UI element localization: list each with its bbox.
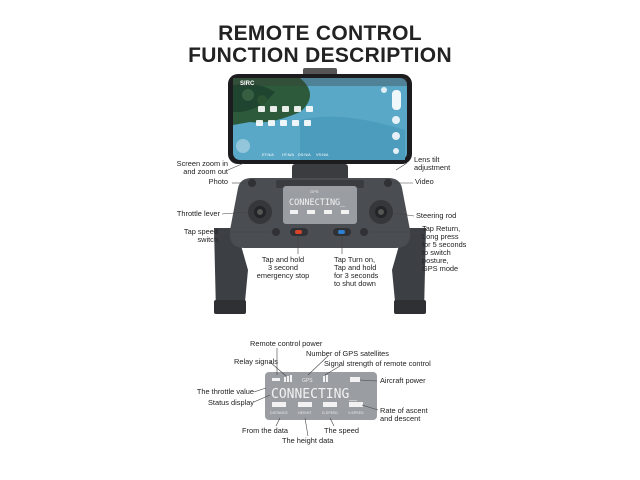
title-line-2: FUNCTION DESCRIPTION [188,44,452,67]
return-button[interactable] [360,228,368,236]
controller-lcd-connecting: CONNECTING_ [289,198,346,208]
label-tap-speed: Tap speed switch [183,227,218,244]
label-emergency-stop: Tap and hold 3 second emergency stop [256,255,310,280]
label-rate: Rate of ascent and descent [380,406,428,423]
photo-button[interactable] [248,179,256,187]
label-steering-rod: Steering rod [416,211,457,220]
lcd-field-distance: DISTANCE [270,411,289,415]
label-video: Video [415,177,434,186]
left-leg [214,228,248,312]
right-leg [392,228,426,312]
lcd-field-dspeed: D-SPEED [322,411,338,415]
controller-lcd [283,186,357,224]
phone: SIRC ET:N/A HT:N/A DS:N/A VS:N/A [228,74,412,164]
phone-ht-label: HT:N/A [282,153,294,157]
label-speed: The speed [324,426,359,435]
label-tap-return: Tap Return, Long press for 5 seconds to … [422,224,467,273]
lcd-detail-gps: GPS [302,378,313,384]
lcd-field-vspeed: V-SPEED [348,411,364,415]
phone-ds-label: DS:N/A [298,153,311,157]
speed-switch-button[interactable] [272,228,280,236]
label-from-data: From the data [242,426,289,435]
label-height-data: The height data [282,436,334,445]
lcd-field-height: HEIGHT [298,411,312,415]
controller: CONNECTING_ GPS [214,178,426,314]
label-status-display: Status display [207,398,254,407]
video-button[interactable] [384,179,392,187]
label-throttle-lever: Throttle lever [176,209,220,218]
label-relay: Relay signals [234,357,278,366]
label-throttle-value: The throttle value [196,387,254,396]
label-screen-zoom: Screen zoom in and zoom out [176,159,228,176]
label-tap-turn-on: Tap Turn on, Tap and hold for 3 seconds … [334,255,379,288]
controller-lcd-gps: GPS [310,189,319,194]
lcd-detail-connecting: CONNECTING_ [271,387,357,402]
label-aircraft-power: Aircraft power [380,376,426,385]
label-gps-sats: Number of GPS satellites [306,349,389,358]
clamp-neck [292,164,348,182]
label-signal-strength: Signal strength of remote control [324,359,431,368]
label-lens-tilt: Lens tilt adjustment [414,155,451,172]
phone-brand-text: SIRC [240,81,255,87]
label-photo: Photo [208,177,228,186]
lcd-detail [265,372,377,420]
phone-toggle [392,90,401,110]
label-rc-power: Remote control power [250,339,323,348]
phone-et-label: ET:N/A [262,153,274,157]
title-line-1: REMOTE CONTROL [218,22,422,45]
phone-vs-label: VS:N/A [316,153,329,157]
